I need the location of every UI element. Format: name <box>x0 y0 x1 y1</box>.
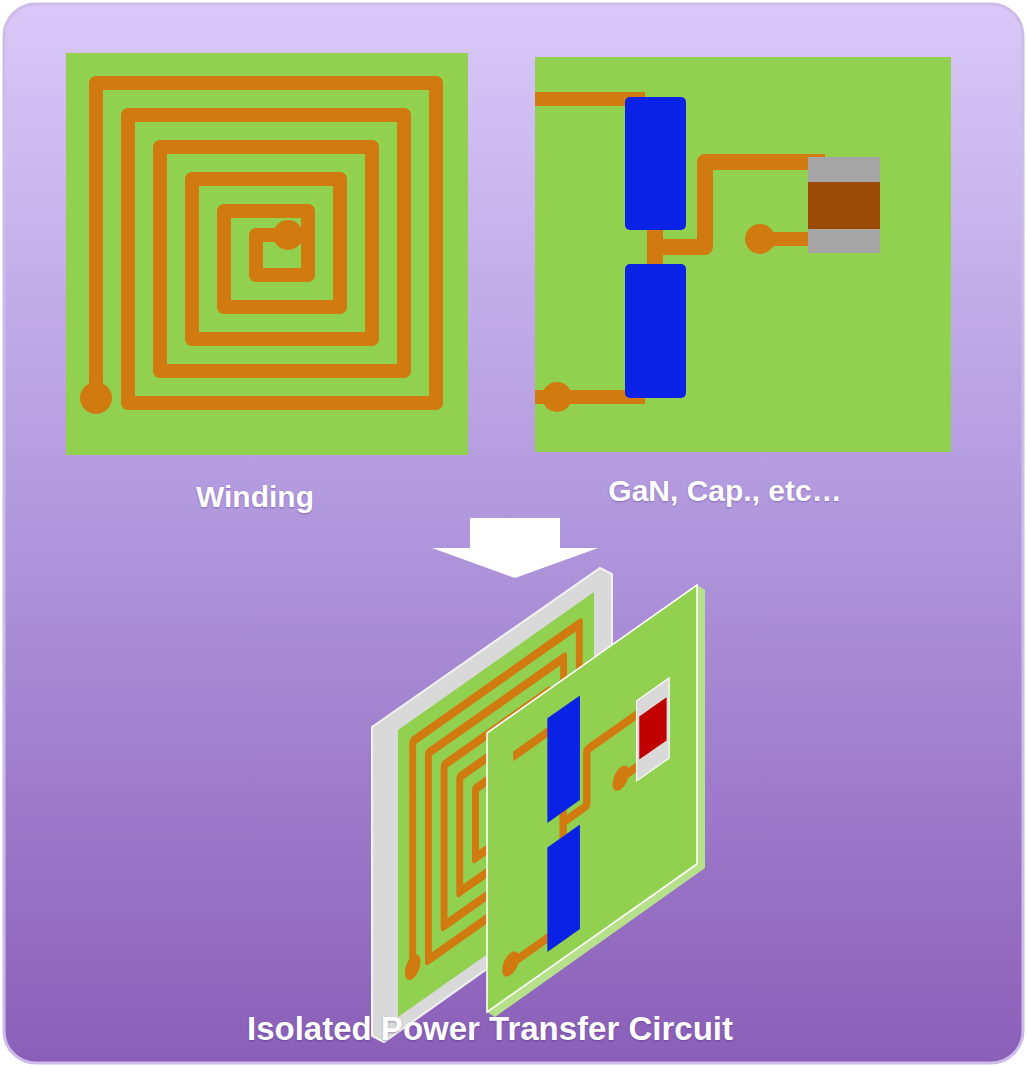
board-label: GaN, Cap., etc… <box>608 474 841 508</box>
down-arrow <box>432 518 598 578</box>
board-label: Winding <box>196 480 314 514</box>
component-board <box>535 57 951 452</box>
winding-board <box>66 53 468 455</box>
component-board-3d-edge <box>487 585 705 1017</box>
background-panel <box>4 4 1023 1063</box>
component-board-3d <box>487 585 697 1012</box>
caption: Isolated Power Transfer Circuit <box>247 1010 733 1048</box>
